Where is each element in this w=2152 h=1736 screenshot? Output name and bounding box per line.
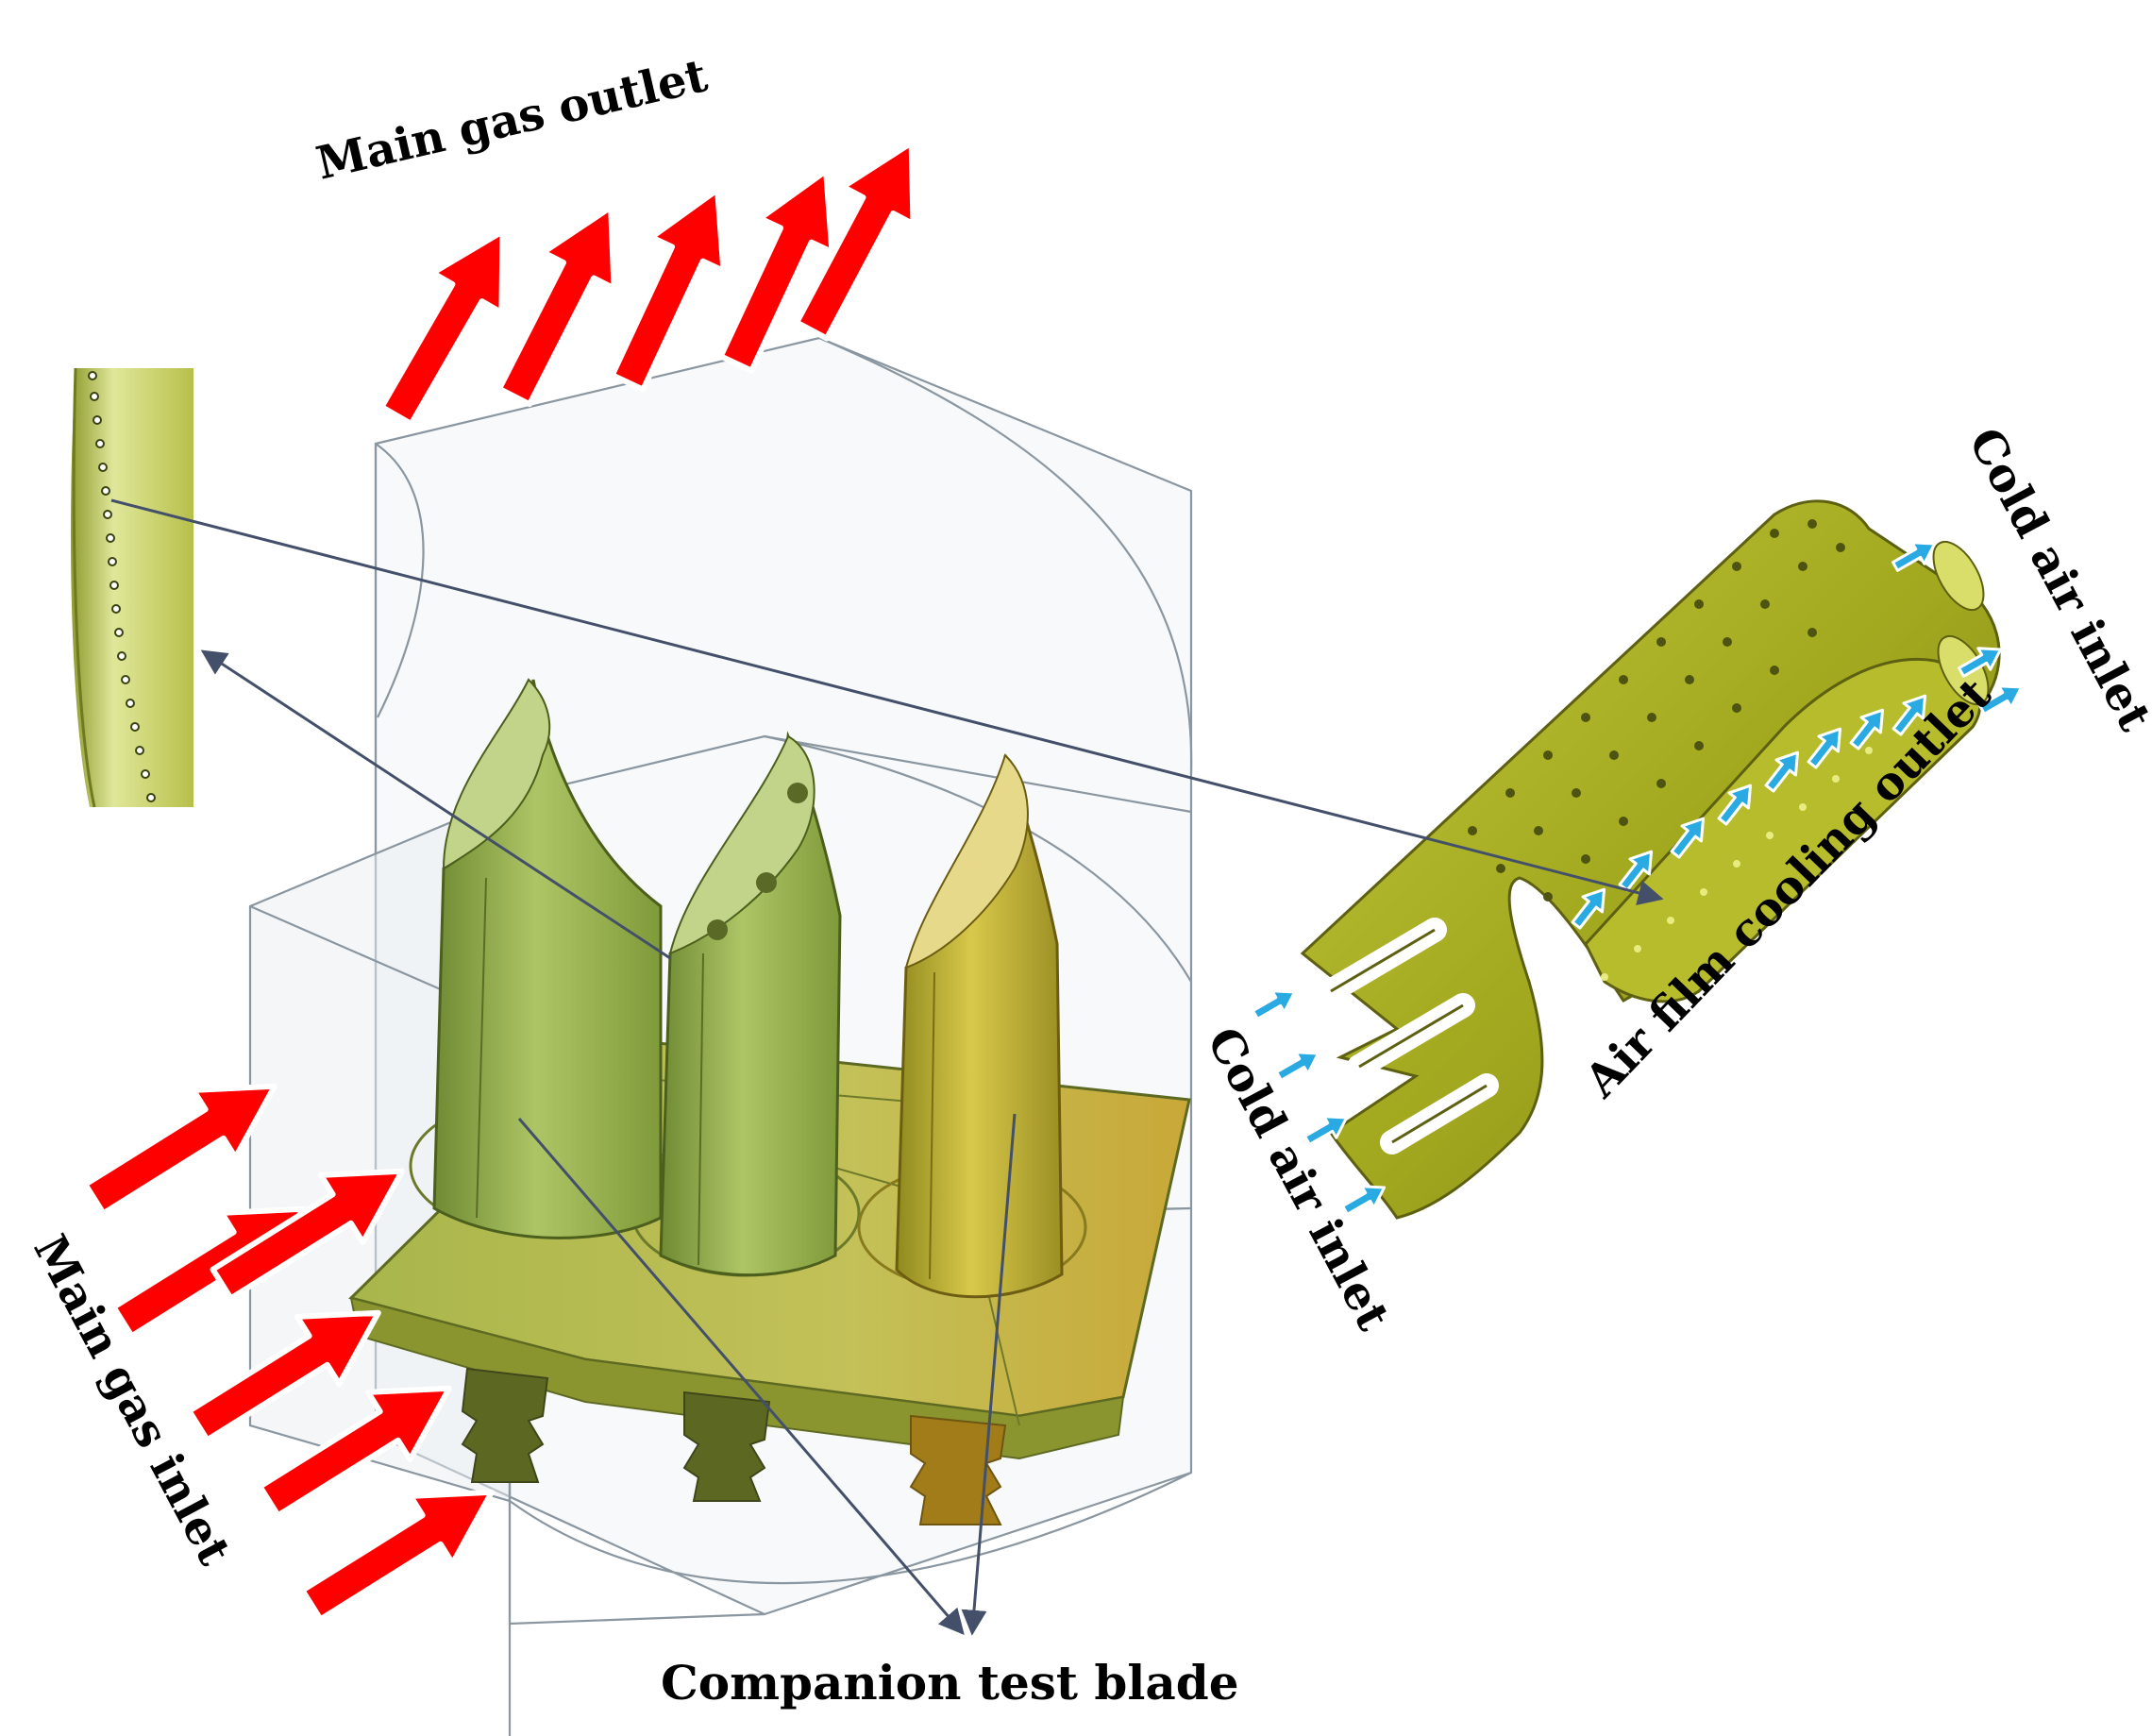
test-blade-left (432, 678, 663, 1239)
test-blade-middle (659, 731, 842, 1277)
label-companion-test-blade: Companion test blade (661, 1655, 1239, 1711)
test-blade-right (895, 753, 1064, 1299)
leader-lines (110, 498, 1664, 1636)
label-main-gas-outlet: Main gas outlet (311, 49, 712, 191)
inset-leading-edge-holes (71, 367, 193, 808)
